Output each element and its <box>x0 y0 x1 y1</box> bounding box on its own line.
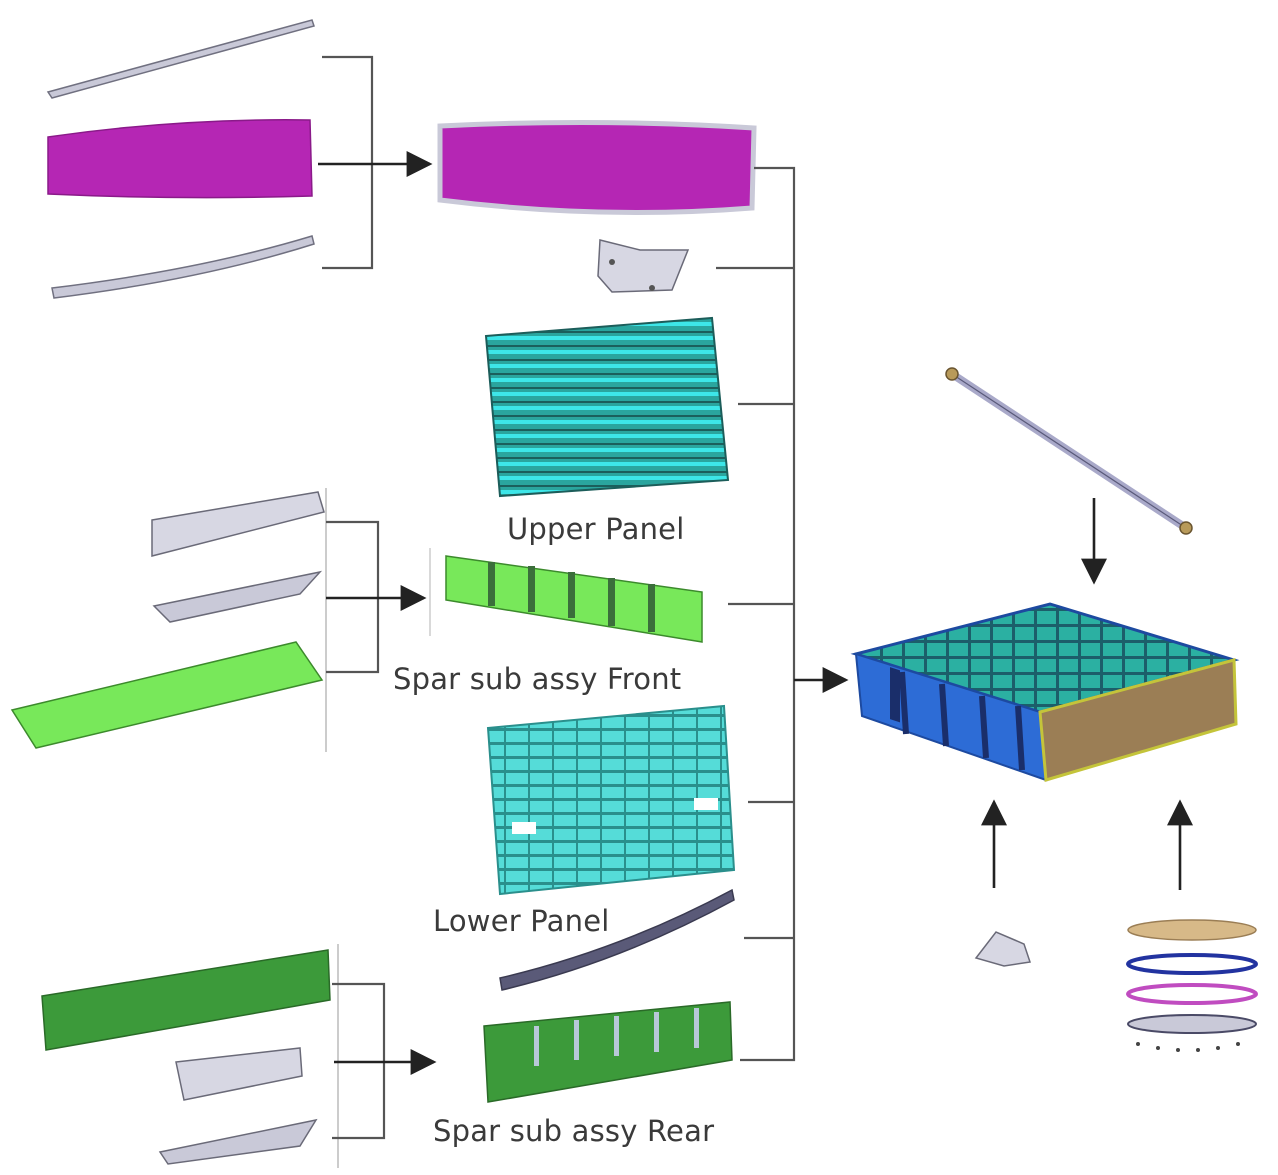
magenta-skin-part <box>47 119 313 199</box>
top-left-group <box>46 19 433 299</box>
front-spar-web-part <box>151 491 325 557</box>
rib-ring-stack <box>1126 919 1258 1052</box>
rear-spar-green-part <box>41 949 331 1051</box>
strut-rod-part <box>945 367 1193 535</box>
spar-rear-label: Spar sub assy Rear <box>433 1114 715 1148</box>
lower-panel-part <box>486 704 736 896</box>
pink-ring-part <box>1126 983 1258 1005</box>
front-spar-green-part <box>10 641 324 749</box>
upper-panel-label: Upper Panel <box>507 512 685 546</box>
front-spar-cap-part <box>152 570 323 623</box>
bracket-part <box>597 239 690 293</box>
assembled-skin-part <box>437 119 757 215</box>
spar-front-label: Spar sub assy Front <box>393 662 682 696</box>
bottom-stringer-part <box>51 235 315 299</box>
lower-panel-label: Lower Panel <box>433 904 610 938</box>
small-clip-part <box>974 931 1031 967</box>
front-spar-group <box>10 488 431 752</box>
spar-front-assembly-part <box>445 555 703 643</box>
grey-disc-part <box>1127 1014 1257 1034</box>
spar-rear-assembly-part <box>483 1001 733 1103</box>
lower-stringer-part <box>499 888 735 991</box>
main-collector-bracket <box>716 166 849 1062</box>
wing-box-assembly <box>850 602 1240 782</box>
top-stringer-part <box>46 19 315 99</box>
upper-panel-part <box>484 316 730 498</box>
rear-spar-group <box>41 944 437 1168</box>
blue-ring-part <box>1126 953 1258 975</box>
rear-spar-web-part <box>175 1047 303 1101</box>
tan-disc-part <box>1127 919 1257 941</box>
rear-spar-cap-part <box>158 1118 318 1165</box>
assembly-side-face <box>1038 658 1238 782</box>
